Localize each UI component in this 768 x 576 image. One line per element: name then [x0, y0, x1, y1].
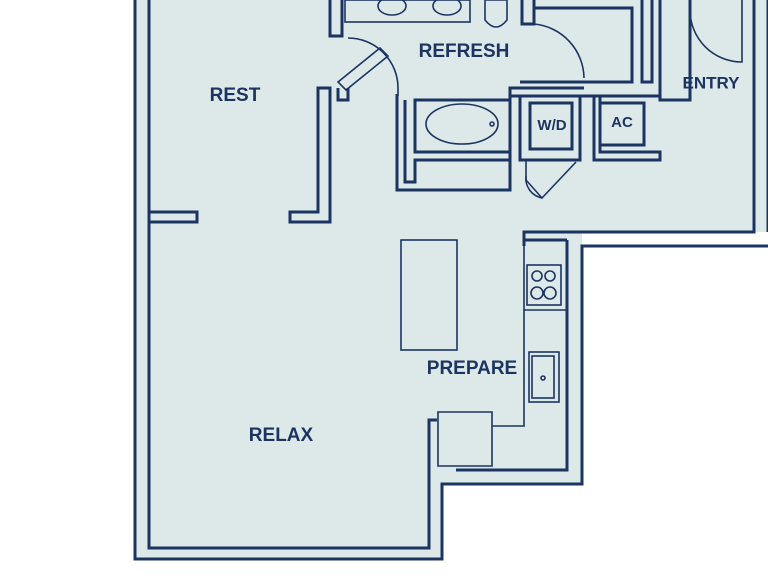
wd-door-swing — [525, 175, 543, 199]
entry-door-swing — [689, 0, 743, 63]
tub-drain-icon — [489, 121, 495, 127]
refresh-right-wall — [520, 0, 536, 26]
toilet-icon — [484, 0, 508, 28]
closet-upper-right-wall — [520, 6, 634, 84]
burner-4-icon — [543, 286, 557, 300]
kitchen-counter — [437, 246, 525, 467]
ac-box — [598, 101, 646, 147]
refresh-door-leaf — [336, 46, 390, 92]
sink-right-icon — [432, 0, 462, 16]
wd-closet — [518, 96, 582, 162]
refresh-left-wall — [328, 0, 344, 38]
outer-wall-outer-line — [133, 0, 768, 561]
kitchen-sink-basin — [531, 355, 555, 399]
sink-left-icon — [377, 0, 407, 16]
wd-door — [525, 160, 577, 200]
room-label-rest: REST — [210, 85, 261, 106]
room-label-refresh: REFRESH — [419, 41, 510, 62]
bath-lower-wall-inner — [403, 100, 510, 184]
refresh-door-swing — [347, 37, 399, 96]
kitchen-outer-wall — [456, 240, 569, 472]
room-label-relax: RELAX — [249, 425, 314, 446]
burner-2-icon — [544, 270, 556, 282]
faucet-icon — [540, 375, 546, 381]
rest-wall-left — [149, 210, 199, 224]
rest-wall-right — [288, 86, 332, 224]
utility-wall — [508, 88, 662, 100]
burner-3-icon — [530, 286, 544, 300]
closet-outer-right-wall — [640, 0, 654, 84]
kitchen-island — [400, 239, 458, 351]
room-label-prepare: PREPARE — [427, 358, 517, 379]
bath-door-swing — [533, 23, 585, 79]
bath-lower-wall-outer — [395, 86, 584, 192]
bathtub-icon — [425, 103, 499, 145]
room-label-wd: W/D — [537, 117, 566, 134]
stove-icon — [526, 264, 562, 306]
wd-box — [528, 101, 574, 151]
vanity — [344, 0, 471, 23]
refresh-left-jamb — [336, 88, 350, 102]
outer-wall-inner-line — [147, 0, 437, 550]
room-label-ac: AC — [611, 114, 633, 131]
floor-area — [135, 0, 768, 559]
room-label-entry: ENTRY — [683, 73, 741, 92]
kitchen-sink-icon — [528, 351, 560, 403]
entry-closet-wall — [658, 0, 692, 102]
burner-1-icon — [531, 270, 543, 282]
tub-enclosure — [413, 98, 512, 154]
